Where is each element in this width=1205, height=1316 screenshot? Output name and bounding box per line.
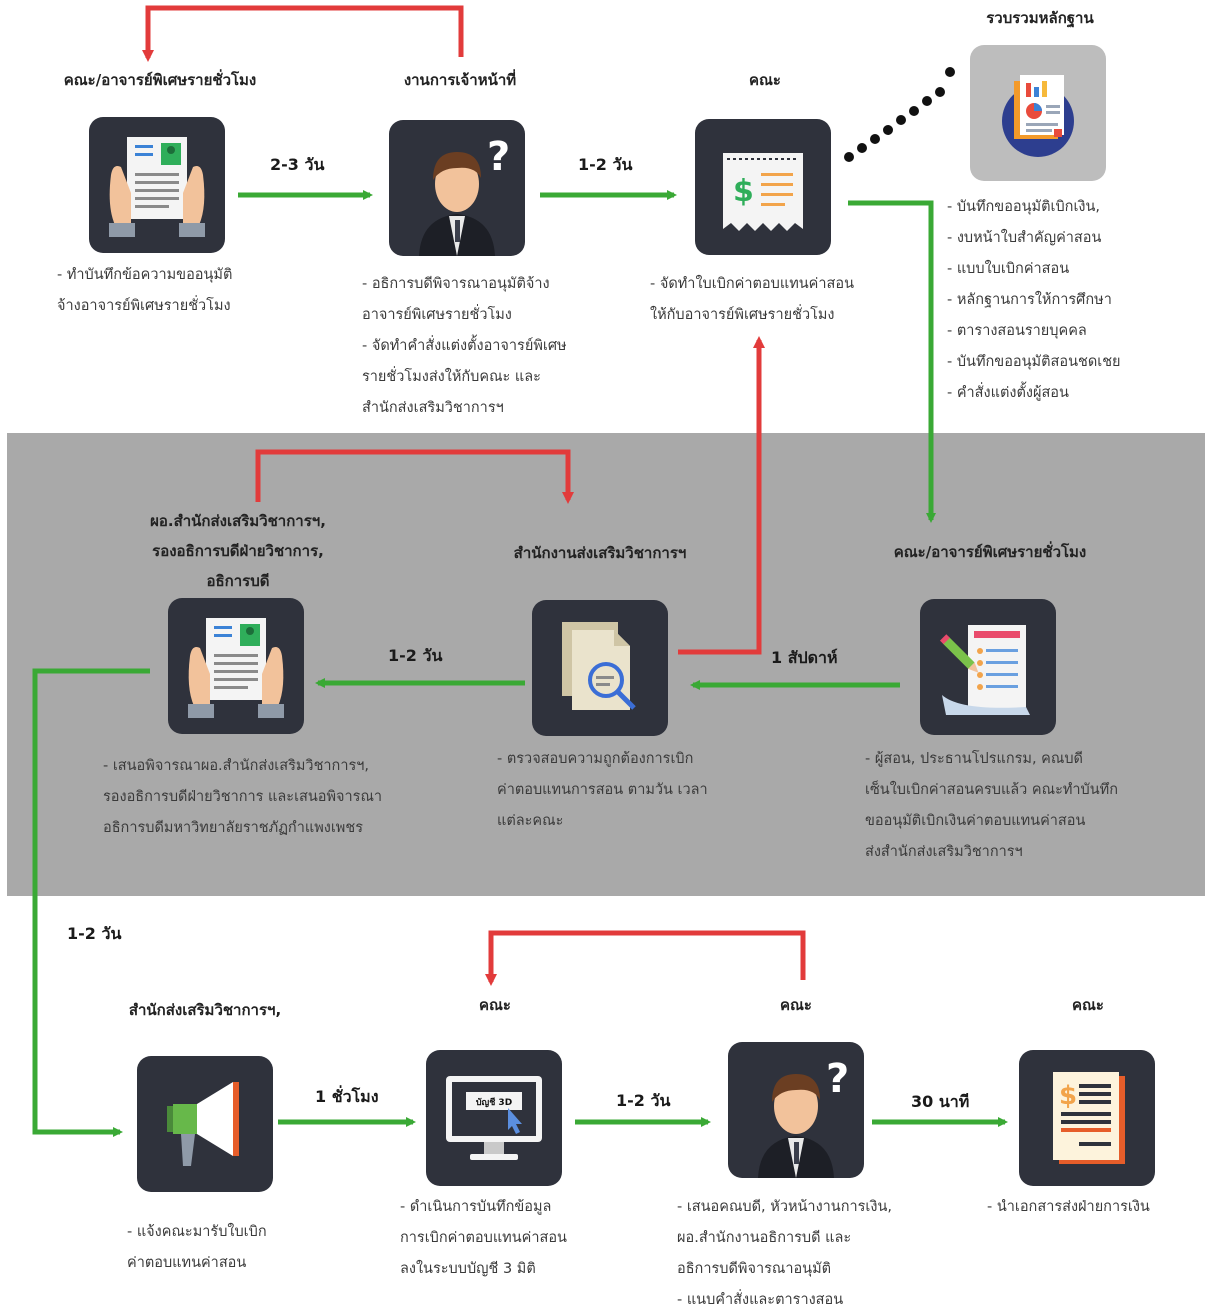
step-10-description: - นำเอกสารส่งฝ่ายการเงิน: [987, 1199, 1150, 1215]
return-arrow-s9-s8: [485, 930, 806, 986]
svg-text:$: $: [733, 174, 754, 209]
step-2-title: งานการเจ้าหน้าที่: [403, 71, 517, 89]
step-3-tile: $: [695, 119, 831, 255]
step-1-tile: [89, 117, 225, 253]
memo-document-icon: [188, 618, 284, 718]
svg-text:?: ?: [826, 1056, 849, 1102]
duration-label: 30 นาที: [911, 1092, 970, 1111]
evidence-dotted-link: [844, 67, 955, 162]
evidence-item: - บันทึกขออนุมัติสอนชดเชย: [947, 354, 1121, 370]
memo-document-icon: [109, 137, 205, 237]
duration-label: 1 สัปดาห์: [771, 648, 838, 667]
step-7-title: สำนักส่งเสริมวิชาการฯ,: [128, 1001, 282, 1019]
megaphone-icon: [167, 1082, 239, 1166]
step-6-description: - เสนอพิจารณาผอ.สำนักส่งเสริมวิชาการฯ,รอ…: [103, 758, 383, 836]
duration-label: 1-2 วัน: [616, 1091, 671, 1110]
evidence-item: - ตารางสอนรายบุคคล: [947, 323, 1087, 339]
return-arrow-s2-s1: [142, 5, 464, 62]
step-9-description: - เสนอคณบดี, หัวหน้างานการเงิน,ผอ.สำนักง…: [677, 1199, 892, 1308]
step-8-description: - ดำเนินการบันทึกข้อมูลการเบิกค่าตอบแทนค…: [400, 1199, 567, 1277]
step-10-title: คณะ: [1071, 996, 1104, 1014]
monitor-account-icon: บัญชี 3D: [446, 1076, 542, 1160]
duration-label: 1 ชั่วโมง: [315, 1087, 379, 1106]
step-8-tile: บัญชี 3D: [426, 1050, 562, 1186]
receipt-dollar-icon: $: [723, 153, 803, 231]
step-9-title: คณะ: [779, 996, 812, 1014]
step-5-title: สำนักงานส่งเสริมวิชาการฯ: [513, 544, 687, 562]
duration-label: 1-2 วัน: [388, 646, 443, 665]
evidence-tile: [970, 45, 1106, 181]
duration-label: 1-2 วัน: [578, 155, 633, 174]
step-7-description: - แจ้งคณะมารับใบเบิกค่าตอบแทนค่าสอน: [127, 1224, 267, 1271]
step-5-tile: [532, 600, 668, 736]
step-5-description: - ตรวจสอบความถูกต้องการเบิกค่าตอบแทนการส…: [497, 751, 708, 829]
step-6-tile: [168, 598, 304, 734]
invoice-dollar-icon: $: [1053, 1072, 1125, 1164]
arrow-s3-s4: [848, 200, 936, 523]
step-9-tile: ?: [728, 1042, 864, 1178]
checklist-pencil-icon: [939, 625, 1030, 715]
step-10-tile: $: [1019, 1050, 1155, 1186]
step-7-tile: [137, 1056, 273, 1192]
svg-text:$: $: [1059, 1081, 1077, 1111]
screen-label: บัญชี 3D: [476, 1097, 512, 1108]
report-documents-icon: [1002, 75, 1074, 157]
step-4-title: คณะ/อาจารย์พิเศษรายชั่วโมง: [893, 543, 1087, 561]
officer-question-icon: ?: [419, 134, 510, 256]
document-search-icon: [562, 622, 636, 710]
step-2-description: - อธิการบดีพิจารณาอนุมัติจ้างอาจารย์พิเศ…: [362, 276, 567, 416]
step-1-title: คณะ/อาจารย์พิเศษรายชั่วโมง: [63, 71, 257, 89]
step-4-description: - ผู้สอน, ประธานโปรแกรม, คณบดีเซ็นใบเบิก…: [865, 751, 1119, 860]
evidence-item: - งบหน้าใบสำคัญค่าสอน: [947, 230, 1102, 246]
svg-text:?: ?: [487, 134, 510, 180]
duration-label: 2-3 วัน: [270, 155, 325, 174]
duration-label: 1-2 วัน: [67, 924, 122, 943]
evidence-title: รวบรวมหลักฐาน: [986, 9, 1094, 27]
arrow-s6-s7: [32, 668, 150, 1137]
evidence-item: - บันทึกขออนุมัติเบิกเงิน,: [947, 199, 1101, 215]
evidence-list: - บันทึกขออนุมัติเบิกเงิน, - งบหน้าใบสำค…: [947, 192, 1121, 409]
step-4-tile: [920, 599, 1056, 735]
step-6-title: ผอ.สำนักส่งเสริมวิชาการฯ,รองอธิการบดีฝ่า…: [150, 512, 326, 590]
step-3-description: - จัดทำใบเบิกค่าตอบแทนค่าสอนให้กับอาจารย…: [650, 276, 854, 323]
step-3-title: คณะ: [748, 71, 781, 89]
return-arrow-s6-s5: [255, 449, 574, 504]
step-8-title: คณะ: [478, 996, 511, 1014]
step-1-description: - ทำบันทึกข้อความขออนุมัติจ้างอาจารย์พิเ…: [57, 267, 233, 314]
step-2-tile: ?: [389, 120, 525, 256]
officer-question-icon: ?: [758, 1056, 849, 1178]
evidence-item: - คำสั่งแต่งตั้งผู้สอน: [947, 385, 1069, 401]
evidence-item: - หลักฐานการให้การศึกษา: [947, 292, 1112, 308]
return-arrow-s5-s3: [678, 336, 765, 655]
evidence-item: - แบบใบเบิกค่าสอน: [947, 261, 1070, 277]
